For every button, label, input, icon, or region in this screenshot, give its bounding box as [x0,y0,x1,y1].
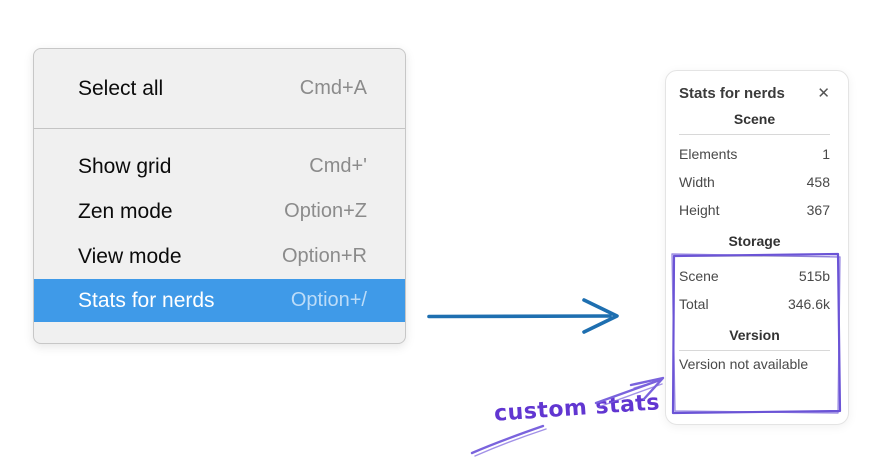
menu-item-show-grid[interactable]: Show grid Cmd+' [34,144,405,189]
stat-row-height: Height 367 [679,196,830,224]
stat-row-total-size: Total 346.6k [679,290,830,318]
section-divider [679,350,830,351]
menu-item-label: Stats for nerds [78,288,215,312]
menu-item-label: Show grid [78,154,172,178]
stat-label: Width [679,174,715,190]
stat-value: 515b [798,268,830,284]
stats-section-scene: Scene Elements 1 Width 458 Height 367 [679,111,830,224]
stat-label: Scene [679,268,719,284]
context-menu: Select all Cmd+A Show grid Cmd+' Zen mod… [33,48,406,344]
annotation-label: custom stats [493,390,661,427]
menu-item-label: Select all [78,76,164,100]
stats-panel-title: Stats for nerds [679,85,785,102]
stats-section-storage: Storage Scene 515b Total 346.6k [679,233,830,318]
stat-row-width: Width 458 [679,168,830,196]
stat-value: 367 [806,202,830,218]
blue-arrow-icon [427,298,619,334]
stat-value: 458 [806,174,830,190]
stat-row-scene-size: Scene 515b [679,262,830,290]
stat-label: Total [679,296,709,312]
menu-item-label: View mode [78,244,182,268]
menu-item-stats-for-nerds[interactable]: Stats for nerds Option+/ [34,279,405,322]
menu-divider [34,128,405,129]
section-divider [679,256,830,257]
menu-item-select-all[interactable]: Select all Cmd+A [34,49,405,128]
section-header: Storage [728,233,781,249]
menu-item-shortcut: Cmd+A [299,77,367,99]
stats-section-version: Version Version not available [679,327,830,372]
menu-item-shortcut: Option+R [281,245,367,267]
section-header: Version [729,327,780,343]
stats-panel-header: Stats for nerds ✕ [679,85,830,102]
section-header: Scene [733,111,776,127]
stats-panel: Stats for nerds ✕ Scene Elements 1 Width… [665,70,849,425]
menu-item-zen-mode[interactable]: Zen mode Option+Z [34,189,405,234]
stat-value: 346.6k [787,296,830,312]
stat-label: Elements [679,146,738,162]
menu-item-shortcut: Option+/ [290,289,367,311]
menu-item-view-mode[interactable]: View mode Option+R [34,234,405,279]
menu-item-shortcut: Cmd+' [309,155,367,177]
stat-row-elements: Elements 1 [679,140,830,168]
version-note: Version not available [679,356,809,372]
section-divider [679,134,830,135]
menu-item-shortcut: Option+Z [284,200,367,222]
stat-label: Height [679,202,720,218]
stat-value: 1 [822,146,830,162]
close-icon[interactable]: ✕ [817,85,830,102]
menu-item-label: Zen mode [78,199,173,223]
